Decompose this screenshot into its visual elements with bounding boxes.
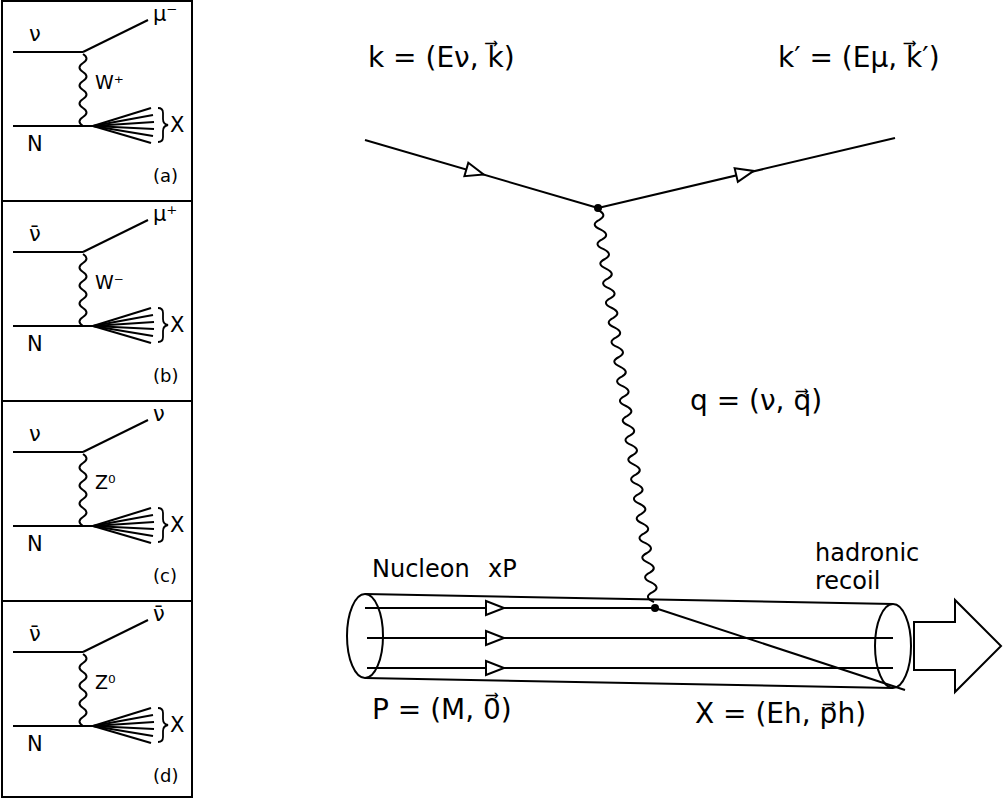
diagram-panel: ν μ⁻ W⁺ N X (a)	[1, 0, 193, 202]
particle-label: ν̄	[29, 222, 41, 246]
parton-label: xP	[488, 556, 517, 584]
momentum-label: q = (ν, q⃗)	[690, 385, 822, 417]
momentum-label: X = (Eh, p⃗h)	[695, 698, 866, 730]
momentum-label: k′ = (Eμ, k⃗′)	[778, 42, 940, 74]
panel-tag: (c)	[153, 566, 177, 587]
momentum-label: k = (Eν, k⃗)	[368, 42, 515, 74]
particle-label: ν	[29, 22, 41, 46]
recoil-label: hadronic recoil	[815, 540, 945, 595]
particle-label: ν	[29, 422, 41, 446]
nucleon-label: N	[27, 532, 43, 556]
nucleon-label: N	[27, 732, 43, 756]
hadron-label: X	[170, 313, 184, 337]
panel-tag: (a)	[153, 166, 178, 187]
nucleon-label: Nucleon	[372, 556, 470, 584]
hadron-label: X	[170, 113, 184, 137]
nucleon-label: N	[27, 332, 43, 356]
particle-label: ν̄	[153, 602, 165, 626]
boson-label: W⁻	[95, 272, 124, 294]
boson-label: Z⁰	[95, 672, 116, 694]
boson-label: Z⁰	[95, 472, 116, 494]
diagram-panel: ν̄ ν̄ Z⁰ N X (d)	[1, 600, 193, 798]
momentum-label: P = (M, 0⃗)	[372, 694, 512, 726]
panel-tag: (d)	[153, 766, 178, 787]
hadron-label: X	[170, 513, 184, 537]
particle-label: ν̄	[29, 622, 41, 646]
particle-label: μ⁺	[153, 202, 177, 226]
panel-tag: (b)	[153, 366, 178, 387]
boson-label: W⁺	[95, 72, 124, 94]
particle-label: ν	[153, 402, 165, 426]
diagram-panel: ν νZ⁰ N X (c)	[1, 400, 193, 602]
hadron-label: X	[170, 713, 184, 737]
particle-label: μ⁻	[153, 2, 177, 26]
nucleon-label: N	[27, 132, 43, 156]
diagram-panel: ν̄ μ⁺ W⁻ N X (b)	[1, 200, 193, 402]
